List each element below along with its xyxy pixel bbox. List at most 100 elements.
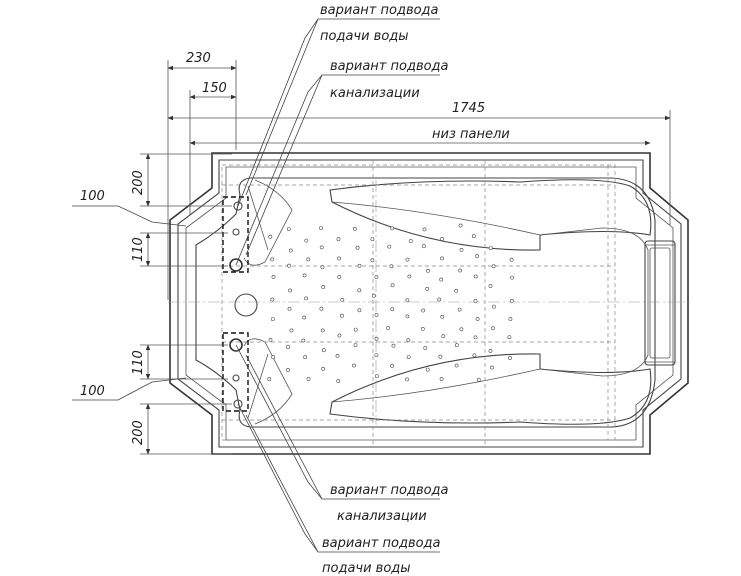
water-label-top-line2: подачи воды xyxy=(320,29,409,44)
air-jet-hole xyxy=(475,254,479,259)
water-label-top-line1: вариант подвода xyxy=(320,3,439,18)
air-jet-hole xyxy=(438,354,443,359)
air-jet-hole xyxy=(423,346,428,350)
air-jet-hole xyxy=(370,258,375,263)
air-jet-hole xyxy=(306,257,311,262)
air-jet-hole xyxy=(490,326,495,331)
air-jet-hole xyxy=(471,234,476,239)
dim-110-top: 110 xyxy=(131,237,146,262)
water-label-bottom-line1: вариант подвода xyxy=(322,536,441,551)
air-jet-hole xyxy=(508,317,513,321)
air-jet-hole xyxy=(440,256,444,261)
air-jet-hole xyxy=(288,248,293,253)
air-jet-hole xyxy=(287,263,292,268)
air-jet-hole xyxy=(389,264,394,269)
air-jet-hole xyxy=(472,353,477,358)
air-jet-hole xyxy=(357,263,362,268)
air-jet-hole xyxy=(353,343,358,348)
air-jet-hole xyxy=(425,286,430,291)
air-jet-hole xyxy=(268,234,273,239)
air-jet-hole xyxy=(320,328,325,333)
air-jet-hole xyxy=(357,308,362,313)
dimension-lines xyxy=(72,60,671,455)
air-jet-hole xyxy=(439,377,444,381)
drain-label-bottom-line2: канализации xyxy=(337,509,427,524)
air-jet-hole xyxy=(405,314,410,319)
air-jet-hole xyxy=(267,377,272,382)
air-jet-hole xyxy=(270,317,275,322)
dim-200-bottom: 200 xyxy=(131,420,146,445)
air-jet-hole xyxy=(473,299,478,303)
air-jet-hole xyxy=(353,327,358,332)
air-jet-hole xyxy=(421,308,426,313)
air-jet-hole xyxy=(337,275,342,279)
air-jet-hole xyxy=(287,306,292,311)
air-jet-hole xyxy=(268,337,273,342)
air-jet-hole xyxy=(271,275,276,279)
air-jet-hole xyxy=(459,327,464,332)
annotation-leaders xyxy=(235,18,440,553)
air-jet-hole xyxy=(459,247,464,252)
air-jet-hole xyxy=(440,314,445,319)
air-jet-hole xyxy=(370,237,375,242)
dim-230: 230 xyxy=(186,51,211,66)
air-jet-hole xyxy=(302,273,307,278)
air-jet-hole xyxy=(426,268,430,273)
air-jet-hole xyxy=(374,275,379,280)
air-jet-hole xyxy=(335,353,340,358)
air-jet-hole xyxy=(390,283,395,288)
air-jet-hole xyxy=(301,338,306,343)
air-jet-hole xyxy=(337,333,342,338)
air-jet-hole xyxy=(406,355,411,360)
connection-box-top xyxy=(222,196,249,273)
tub-basin xyxy=(195,177,676,428)
frame-grid xyxy=(168,160,690,445)
air-jet-hole xyxy=(405,377,409,382)
air-jet-hole xyxy=(454,363,459,368)
air-jet-hole xyxy=(289,328,294,333)
air-jet-hole xyxy=(339,313,344,318)
air-jet-hole xyxy=(488,349,493,353)
air-jet-hole xyxy=(321,285,326,289)
air-jet-hole xyxy=(458,268,463,273)
air-jet-hole xyxy=(473,335,478,340)
air-jet-hole xyxy=(422,227,427,232)
air-jet-hole xyxy=(352,363,356,368)
air-jet-hole xyxy=(319,245,324,250)
dim-100-top: 100 xyxy=(80,189,105,204)
air-jet-hole xyxy=(391,343,396,348)
air-jet-hole xyxy=(352,226,357,231)
air-jet-hole xyxy=(491,304,496,309)
air-jet-hole xyxy=(507,335,512,340)
air-jet-hole xyxy=(386,326,391,330)
air-jet-hole xyxy=(271,355,276,360)
air-jet-hole xyxy=(374,374,379,379)
dim-200-top: 200 xyxy=(131,170,146,195)
air-jet-hole xyxy=(420,326,425,331)
air-jet-hole xyxy=(319,306,324,311)
connection-box-bottom xyxy=(222,332,249,412)
dim-100-bottom: 100 xyxy=(80,384,105,399)
panel-bottom-label: низ панели xyxy=(432,127,510,142)
air-jet-hole xyxy=(336,379,341,383)
air-jet-hole xyxy=(374,313,379,317)
air-jet-hole xyxy=(509,298,514,303)
air-jet-hole xyxy=(488,246,493,251)
air-jet-hole xyxy=(390,226,395,231)
water-label-bottom-line2: подачи воды xyxy=(322,561,411,576)
air-jet-hole xyxy=(405,257,410,262)
drain-label-bottom-line1: вариант подвода xyxy=(330,483,449,498)
air-jet-hole xyxy=(374,353,379,358)
air-jet-hole xyxy=(510,275,514,280)
drain-label-top-line1: вариант подвода xyxy=(330,59,449,74)
air-jet-hole xyxy=(320,265,325,270)
dimension-labels: 230 150 1745 100 100 200 110 110 200 xyxy=(80,51,485,445)
air-jet-hole xyxy=(286,227,291,232)
air-jet-hole xyxy=(288,288,293,293)
air-jet-hole xyxy=(319,226,323,231)
air-jet-hole xyxy=(374,336,379,341)
air-jet-hole xyxy=(508,356,512,360)
air-jet-hole xyxy=(371,293,376,298)
air-jet-hole xyxy=(390,363,395,368)
